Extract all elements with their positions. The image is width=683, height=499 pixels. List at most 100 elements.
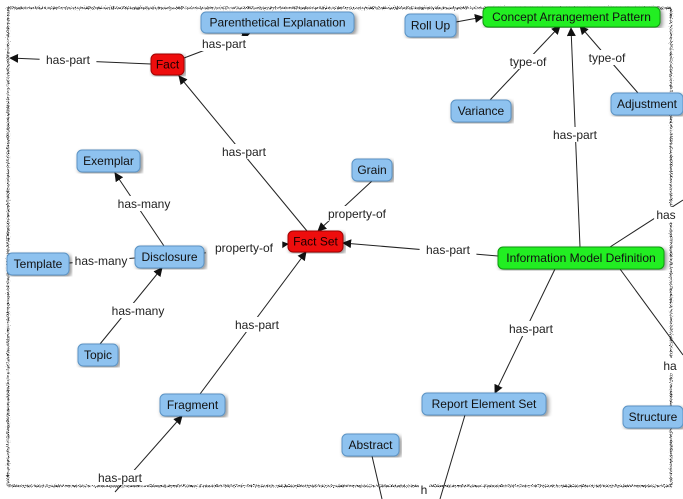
node-concept-arrangement-pattern[interactable]: Concept Arrangement Pattern <box>482 6 661 28</box>
node-grain-box <box>351 158 393 182</box>
edge-bottom-fragment: has-part <box>91 415 183 493</box>
edge-imd-right-lower-line <box>619 268 683 356</box>
edge-topic-disclosure-label: has-many <box>112 304 165 318</box>
edge-imd-res: has-part <box>494 268 560 394</box>
node-parenthetical-explanation[interactable]: Parenthetical Explanation <box>200 11 355 34</box>
node-adjustment[interactable]: Adjustment <box>610 92 683 116</box>
node-exemplar-label: Exemplar <box>83 154 134 168</box>
node-fact-box <box>150 53 185 76</box>
node-concept-arrangement-pattern-label: Concept Arrangement Pattern <box>492 10 651 24</box>
node-fact-set[interactable]: Fact Set <box>287 230 344 253</box>
edge-res-bottom-label: h <box>421 483 428 497</box>
edge-disclosure-exemplar: has-many <box>114 172 173 247</box>
edge-imd-res-label-bg <box>502 321 560 336</box>
edge-disclosure-template-label-bg <box>72 253 130 268</box>
node-disclosure[interactable]: Disclosure <box>134 245 205 269</box>
edge-disclosure-factset-label: property-of <box>215 241 274 255</box>
node-structure-box <box>622 405 683 429</box>
edge-imd-right-lower: ha <box>619 268 683 373</box>
edge-adjustment-cap-label-bg <box>581 50 633 65</box>
edge-imd-cap: has-part <box>546 27 604 248</box>
node-variance-label: Variance <box>458 104 505 118</box>
edge-imd-right-lower-label: ha <box>663 359 677 373</box>
edge-grain-factset-label-bg <box>318 206 396 221</box>
edge-disclosure-exemplar-label: has-many <box>118 197 171 211</box>
node-parenthetical-explanation-label: Parenthetical Explanation <box>209 16 345 30</box>
node-topic-label: Topic <box>84 348 112 362</box>
edge-fragment-factset: has-part <box>199 251 307 395</box>
node-template-box <box>6 252 70 276</box>
edge-imd-right-upper-label-bg <box>654 207 678 222</box>
node-information-model-definition-label: Information Model Definition <box>506 251 655 265</box>
edge-fact-parenthetical-label-bg <box>195 36 253 51</box>
node-report-element-set-label: Report Element Set <box>432 397 537 411</box>
edge-imd-cap-label-bg <box>546 127 604 142</box>
node-topic[interactable]: Topic <box>77 343 119 367</box>
edge-imd-factset-label-bg <box>419 242 477 257</box>
node-variance-box <box>450 99 512 123</box>
node-abstract-label: Abstract <box>348 438 393 452</box>
edge-fact-offscreen-label-bg <box>39 52 97 67</box>
node-structure-label: Structure <box>629 410 678 424</box>
edge-fact-parenthetical: has-part <box>183 31 253 59</box>
edge-rollup-cap-line <box>455 14 484 23</box>
edge-fact-parenthetical-label: has-part <box>202 37 247 51</box>
node-structure[interactable]: Structure <box>622 405 683 429</box>
node-fact-label: Fact <box>156 58 180 72</box>
edges-layer: has-part has-part type-of type-of has-part ha… <box>9 14 683 499</box>
node-information-model-definition-box <box>497 246 665 270</box>
edge-adjustment-cap: type-of <box>579 25 639 94</box>
edge-bottom-fragment-label-bg <box>91 470 149 485</box>
node-variance[interactable]: Variance <box>450 99 512 123</box>
node-roll-up-label: Roll Up <box>411 19 451 33</box>
node-grain-label: Grain <box>357 163 386 177</box>
edge-fact-offscreen-label: has-part <box>46 53 91 67</box>
node-report-element-set[interactable]: Report Element Set <box>421 392 547 416</box>
node-adjustment-label: Adjustment <box>617 97 678 111</box>
node-fact[interactable]: Fact <box>150 53 185 76</box>
edge-bottom-fragment-label: has-part <box>98 471 143 485</box>
edge-imd-cap-label: has-part <box>553 128 598 142</box>
edge-imd-right-lower-label-bg <box>661 358 679 373</box>
edge-imd-factset: has-part <box>342 239 499 257</box>
nodes-layer: Parenthetical Explanation Roll Up Concept … <box>6 6 683 457</box>
node-fragment-label: Fragment <box>167 398 219 412</box>
edge-variance-cap-label-bg <box>502 54 554 69</box>
edge-fragment-factset-label: has-part <box>235 318 280 332</box>
edge-res-bottom-line <box>439 414 466 499</box>
node-grain[interactable]: Grain <box>351 158 393 182</box>
edge-grain-factset: property-of <box>317 180 396 232</box>
node-abstract[interactable]: Abstract <box>341 433 400 457</box>
node-fact-set-label: Fact Set <box>293 235 338 249</box>
edge-abstract-bottom <box>371 455 383 499</box>
node-disclosure-box <box>134 245 205 269</box>
node-abstract-box <box>341 433 400 457</box>
node-fact-set-box <box>287 230 344 253</box>
node-exemplar[interactable]: Exemplar <box>76 149 141 173</box>
node-fragment[interactable]: Fragment <box>159 393 226 417</box>
node-template[interactable]: Template <box>6 252 70 276</box>
edge-disclosure-template: has-many <box>68 253 136 268</box>
edge-variance-cap: type-of <box>489 25 561 101</box>
node-report-element-set-box <box>421 392 547 416</box>
edge-imd-right-upper-label: has <box>656 208 675 222</box>
node-roll-up[interactable]: Roll Up <box>404 13 457 38</box>
edge-imd-right-upper: has <box>609 199 683 248</box>
node-parenthetical-explanation-box <box>200 11 355 34</box>
edge-disclosure-factset: property-of <box>203 240 289 255</box>
edge-disclosure-template-label: has-many <box>75 254 128 268</box>
edge-factset-fact-label-bg <box>215 144 273 159</box>
node-fragment-box <box>159 393 226 417</box>
edge-fragment-factset-label-bg <box>228 317 286 332</box>
node-information-model-definition[interactable]: Information Model Definition <box>497 246 665 270</box>
edge-res-bottom-label-bg <box>418 482 430 497</box>
edge-disclosure-factset-label-bg <box>205 240 283 255</box>
node-roll-up-box <box>404 13 457 38</box>
node-disclosure-label: Disclosure <box>141 250 197 264</box>
node-exemplar-box <box>76 149 141 173</box>
edge-grain-factset-label: property-of <box>328 207 387 221</box>
edge-rollup-cap <box>455 14 484 23</box>
node-concept-arrangement-pattern-box <box>482 6 661 28</box>
edge-factset-fact: has-part <box>178 75 308 232</box>
